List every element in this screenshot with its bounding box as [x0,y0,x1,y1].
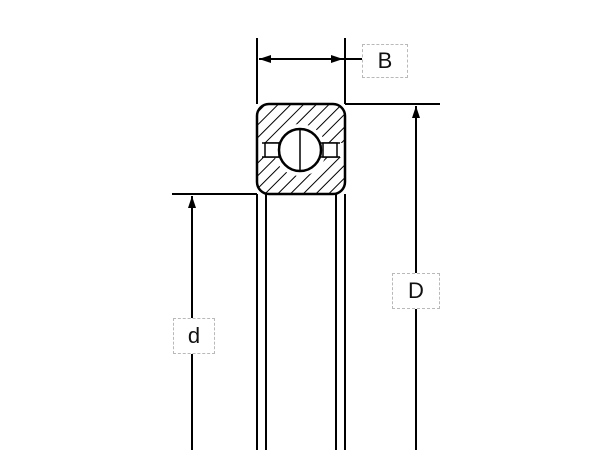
bearing-outline [255,102,347,196]
outer-diameter-label: D [392,273,440,309]
width-dimension [256,38,367,104]
bore-diameter-label: d [173,318,215,354]
shaft-lines [256,194,346,450]
width-arrowhead-left [259,55,271,63]
width-label: B [362,44,408,78]
bore-diameter-arrowhead [188,196,196,208]
outer-diameter-arrowhead [412,106,420,118]
width-arrowhead-right [331,55,343,63]
seal-right [322,142,338,158]
seal-left [264,142,280,158]
